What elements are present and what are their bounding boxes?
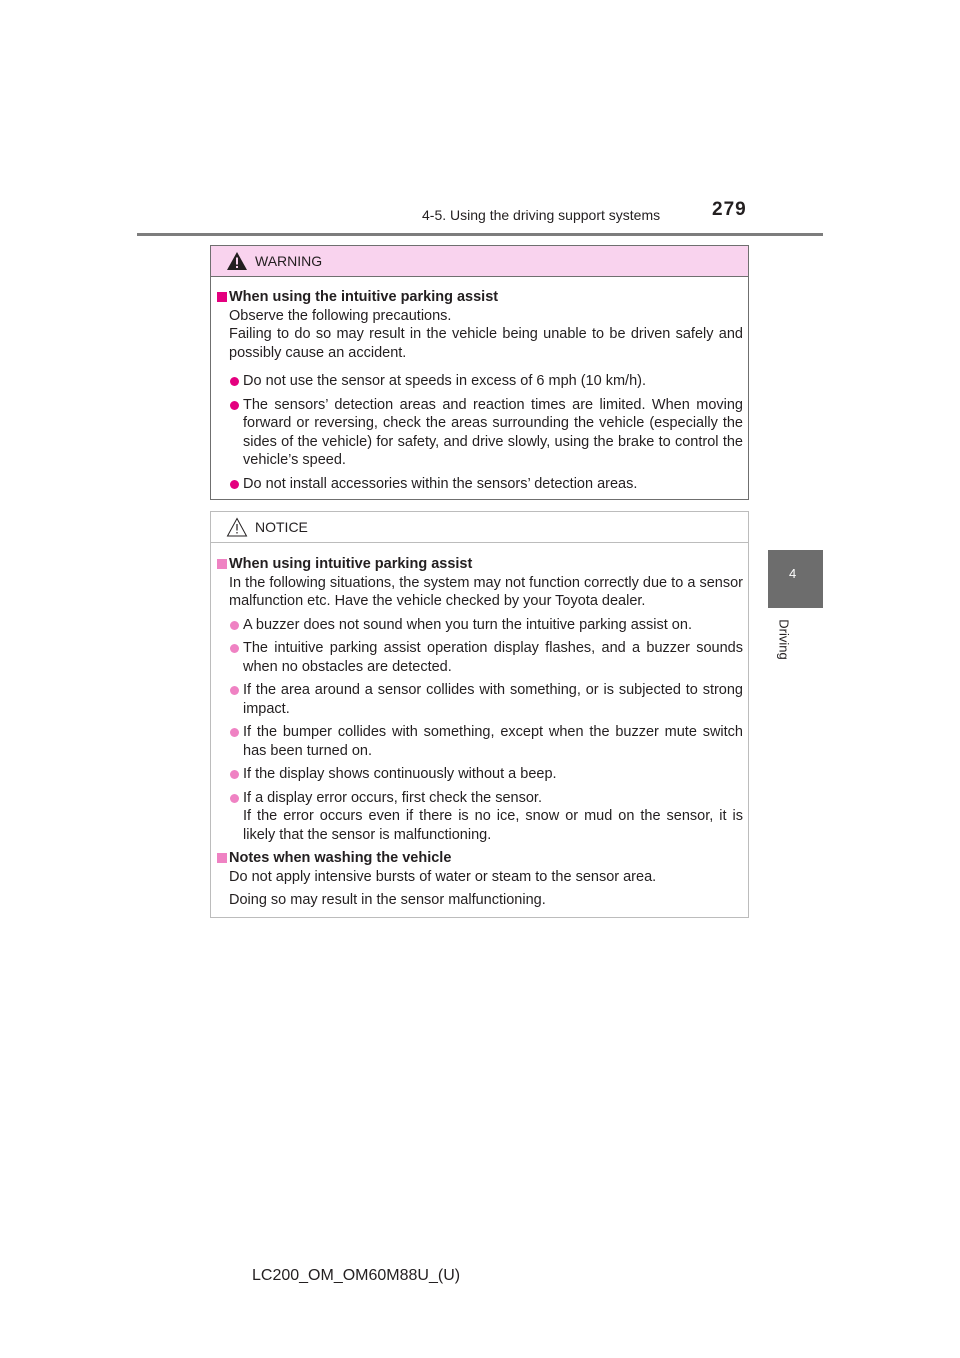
notice-title: NOTICE (255, 519, 308, 535)
notice-bullet: If the display shows continuously withou… (217, 765, 743, 784)
notice-bullet: The intuitive parking assist operation d… (217, 639, 743, 676)
warning-bullet: The sensors’ detection areas and reactio… (217, 396, 743, 470)
header-rule (137, 233, 823, 236)
bullet-dot-icon (230, 728, 239, 737)
bullet-dot-icon (230, 620, 239, 630)
bullet-dot-icon (230, 400, 239, 410)
bullet-dot-icon (230, 377, 239, 386)
square-bullet-icon (217, 292, 227, 302)
notice-heading-1: When using intuitive parking assist (217, 555, 743, 574)
bullet-dot-icon (230, 793, 239, 803)
notice-bullet: If a display error occurs, first check t… (217, 789, 743, 845)
warning-bullet: Do not install accessories within the se… (217, 475, 743, 494)
notice-intro: In the following situations, the system … (229, 574, 743, 610)
bullet-dot-icon (230, 770, 239, 779)
warning-title: WARNING (255, 253, 323, 269)
bullet-dot-icon (230, 479, 239, 489)
square-bullet-icon (217, 559, 227, 569)
warning-intro-2: Failing to do so may result in the vehic… (229, 326, 743, 361)
notice-bullet: If the area around a sensor collides wit… (217, 681, 743, 718)
chapter-label: Driving (776, 619, 792, 660)
caution-triangle-icon (226, 517, 248, 537)
warning-bullet: Do not use the sensor at speeds in exces… (217, 372, 743, 391)
warning-heading: When using the intuitive parking assist (217, 288, 743, 307)
notice-heading-2: Notes when washing the vehicle (217, 849, 743, 868)
square-bullet-icon (217, 853, 227, 863)
page-number: 279 (712, 199, 747, 220)
bullet-dot-icon (230, 644, 239, 653)
chapter-number: 4 (789, 566, 797, 581)
notice-wash-line-2: Doing so may result in the sensor malfun… (229, 892, 546, 908)
notice-header: NOTICE (211, 512, 748, 543)
warning-box: WARNING When using the intuitive parking… (210, 245, 749, 500)
bullet-dot-icon (230, 686, 239, 695)
notice-bullet-continuation: If the error occurs even if there is no … (243, 808, 743, 843)
warning-content: When using the intuitive parking assist … (217, 288, 743, 493)
notice-bullet: A buzzer does not sound when you turn th… (217, 616, 743, 635)
notice-bullet: If the bumper collides with something, e… (217, 723, 743, 760)
warning-intro-1: Observe the following precautions. (229, 307, 452, 324)
header-section-title: 4-5. Using the driving support systems (422, 207, 661, 223)
warning-header: WARNING (211, 246, 748, 277)
notice-content: When using intuitive parking assist In t… (217, 555, 743, 910)
chapter-label-container: Driving (770, 618, 820, 678)
document-code: LC200_OM_OM60M88U_(U) (252, 1267, 461, 1284)
notice-box: NOTICE When using intuitive parking assi… (210, 511, 749, 918)
chapter-tab (768, 550, 823, 608)
warning-triangle-icon (227, 252, 247, 270)
notice-wash-line-1: Do not apply intensive bursts of water o… (229, 868, 657, 885)
